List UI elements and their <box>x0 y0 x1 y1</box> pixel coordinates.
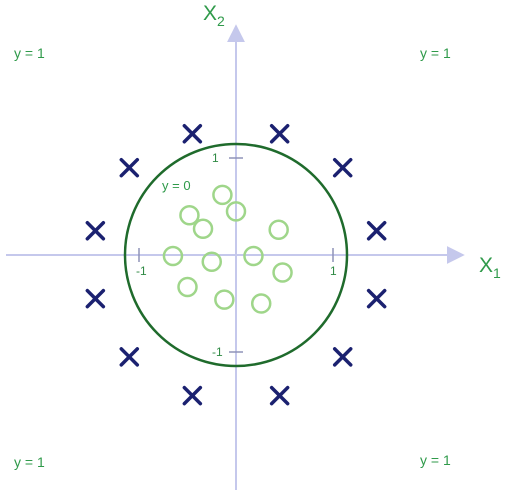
class-0-points <box>162 184 293 314</box>
x-tick-label: 1 <box>330 264 337 278</box>
class-0-point <box>268 219 289 241</box>
class-0-point <box>201 251 222 273</box>
x-tick-label: -1 <box>136 264 147 278</box>
axis-ticks: -1 1 1 -1 <box>136 151 337 359</box>
corner-label-bottom-left: y = 1 <box>14 454 45 470</box>
inner-class-label: y = 0 <box>162 178 191 193</box>
x-axis-label-sub: 1 <box>493 265 501 281</box>
class-1-point <box>332 347 353 367</box>
x-axis-label: X1 <box>479 254 501 281</box>
x-axis-label-main: X <box>479 254 493 277</box>
y-axis-label-sub: 2 <box>217 13 225 29</box>
y-tick-label: 1 <box>212 151 219 165</box>
class-1-point <box>119 157 140 178</box>
corner-label-top-right: y = 1 <box>420 45 451 61</box>
class-1-point <box>269 124 290 144</box>
class-0-point <box>177 276 198 298</box>
class-1-point <box>366 221 387 241</box>
corner-label-top-left: y = 1 <box>14 45 45 61</box>
class-0-point <box>214 289 235 310</box>
class-0-point <box>192 218 214 240</box>
class-0-point <box>272 262 293 283</box>
y-tick-label: -1 <box>212 345 223 359</box>
decision-boundary-circle <box>123 142 349 368</box>
class-1-points <box>85 124 387 406</box>
class-0-point <box>243 245 264 267</box>
class-1-point <box>332 157 353 178</box>
class-1-point <box>119 347 140 367</box>
class-0-point <box>162 245 184 267</box>
class-1-point <box>182 385 203 406</box>
class-0-point <box>225 201 247 222</box>
class-0-point <box>179 204 200 226</box>
class-1-point <box>85 288 106 309</box>
class-1-point <box>182 124 203 144</box>
y-axis-label-main: X <box>203 2 217 25</box>
class-1-point <box>366 288 387 309</box>
class-1-point <box>85 221 106 241</box>
class-1-point <box>269 385 290 406</box>
y-axis-label: X2 <box>203 2 225 29</box>
class-0-point <box>250 293 272 314</box>
corner-label-bottom-right: y = 1 <box>420 452 451 468</box>
class-0-point <box>212 184 233 206</box>
